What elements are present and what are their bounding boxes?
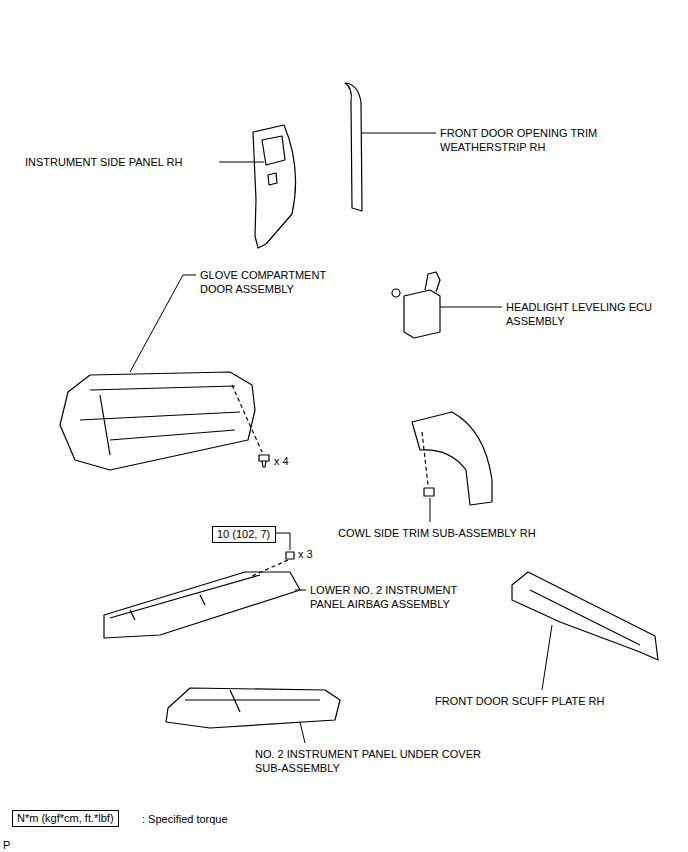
part-name: HEADLIGHT LEVELING ECU ASSEMBLY [506, 300, 656, 328]
torque-box: 10 (102, 7) [212, 526, 276, 543]
legend-text: : Specified torque [142, 812, 228, 826]
glove-box-detail [80, 386, 240, 455]
leader-line [362, 133, 436, 134]
part-name: COWL SIDE TRIM SUB-ASSEMBLY RH [338, 526, 536, 540]
under-cover-figure [166, 688, 340, 728]
leader-lines [130, 133, 552, 743]
part-name: FRONT DOOR SCUFF PLATE RH [435, 694, 605, 708]
weatherstrip-figure [345, 83, 362, 211]
quantity: x 3 [298, 547, 313, 561]
leader-line [130, 275, 196, 372]
leader-line [295, 590, 306, 591]
bolt-symbol [286, 552, 294, 559]
part-name: FRONT DOOR OPENING TRIM WEATHERSTRIP RH [440, 126, 640, 154]
quantity: x 4 [274, 454, 289, 468]
cowl-trim-figure [412, 412, 492, 505]
bolt-guide [252, 560, 288, 576]
leader-line [274, 533, 290, 550]
airbag-figure [104, 572, 300, 638]
part-name: GLOVE COMPARTMENT DOOR ASSEMBLY [200, 268, 360, 296]
under-cover-detail [185, 690, 320, 712]
glove-box-figure [60, 372, 255, 470]
ecu-figure [404, 290, 440, 338]
part-name: NO. 2 INSTRUMENT PANEL UNDER COVER SUB-A… [255, 747, 485, 775]
clip-symbol [424, 488, 434, 496]
torque-legend-box: N*m (kgf*cm, ft.*lbf) [12, 810, 119, 827]
clip-guide [422, 432, 428, 485]
part-name: LOWER NO. 2 INSTRUMENT PANEL AIRBAG ASSE… [310, 583, 485, 611]
leader-line [219, 162, 264, 163]
ecu-bracket [425, 272, 440, 292]
leader-line [430, 498, 431, 522]
leader-line [440, 307, 502, 308]
scuff-plate-figure [512, 572, 658, 660]
nut-symbol [392, 289, 400, 297]
side-panel-detail [262, 136, 285, 185]
leader-line [300, 722, 305, 743]
leader-line [276, 534, 290, 535]
scuff-plate-detail [530, 590, 640, 645]
box-text: 10 (102, 7) [217, 528, 271, 541]
box-text: N*m (kgf*cm, ft.*lbf) [17, 812, 114, 825]
airbag-detail [110, 575, 260, 620]
bolt-guide [232, 385, 262, 452]
page-mark: P [3, 838, 10, 852]
leader-line [542, 625, 552, 690]
part-name: INSTRUMENT SIDE PANEL RH [25, 155, 183, 169]
side-panel-figure [253, 125, 296, 248]
bolt-symbol [259, 455, 269, 467]
